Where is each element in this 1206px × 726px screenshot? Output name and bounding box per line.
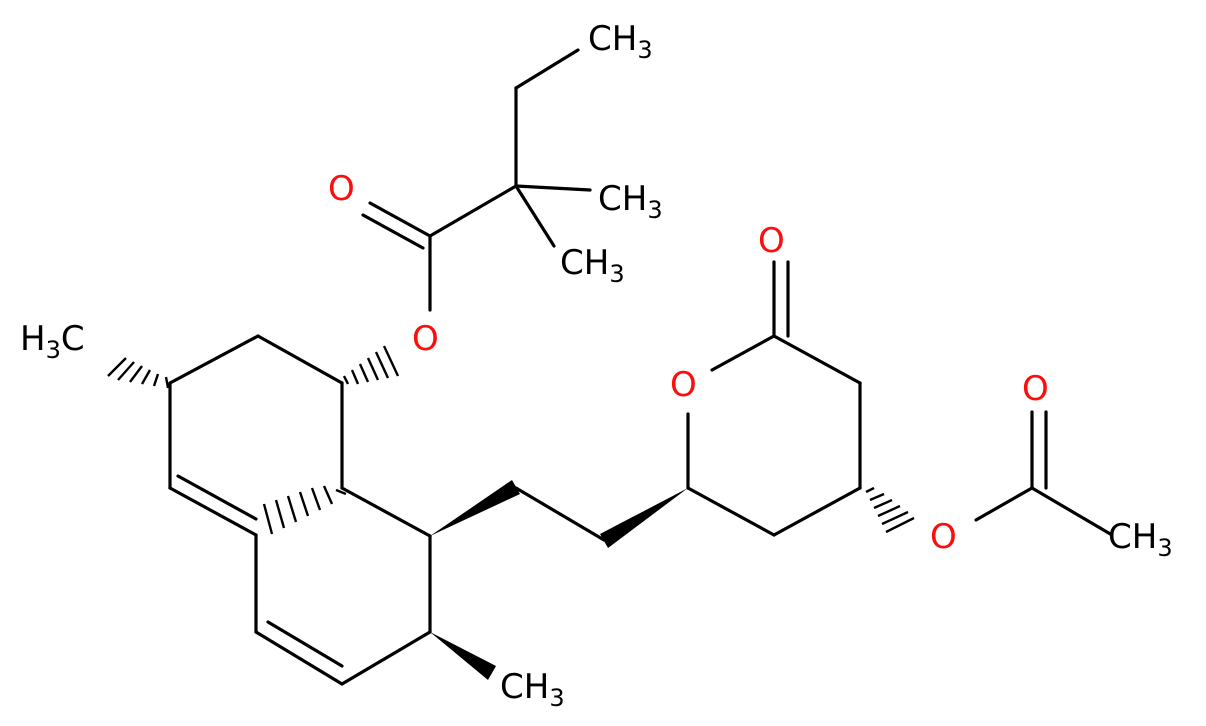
ester-side-chain bbox=[361, 48, 592, 312]
ester-oxygen-label: O bbox=[412, 319, 439, 359]
stereo-bonds bbox=[107, 345, 915, 680]
gem-methyl-1-label: CH3 bbox=[598, 179, 663, 224]
atom-labels: CH3 CH3 CH3 O O H3C CH3 O O O O CH3 bbox=[20, 19, 1173, 712]
lactone-ring-oxygen-label: O bbox=[670, 365, 697, 405]
ester-carbonyl-oxygen-label: O bbox=[328, 169, 355, 209]
acetate-carbonyl-oxygen-label: O bbox=[1022, 369, 1049, 409]
lactone-ring bbox=[686, 260, 862, 537]
ethyl-linker bbox=[514, 486, 606, 542]
ring-methyl-bottom-label: CH3 bbox=[500, 667, 565, 712]
ethyl-ch3-label: CH3 bbox=[588, 19, 653, 64]
ring-methyl-left-label: H3C bbox=[20, 319, 85, 364]
naphthalene-core bbox=[168, 334, 432, 686]
acetate-group bbox=[974, 410, 1114, 537]
acetate-ch3-label: CH3 bbox=[1108, 517, 1173, 562]
gem-methyl-2-label: CH3 bbox=[560, 243, 625, 288]
acetate-oxygen-label: O bbox=[930, 517, 957, 557]
lactone-carbonyl-oxygen-label: O bbox=[758, 221, 785, 261]
